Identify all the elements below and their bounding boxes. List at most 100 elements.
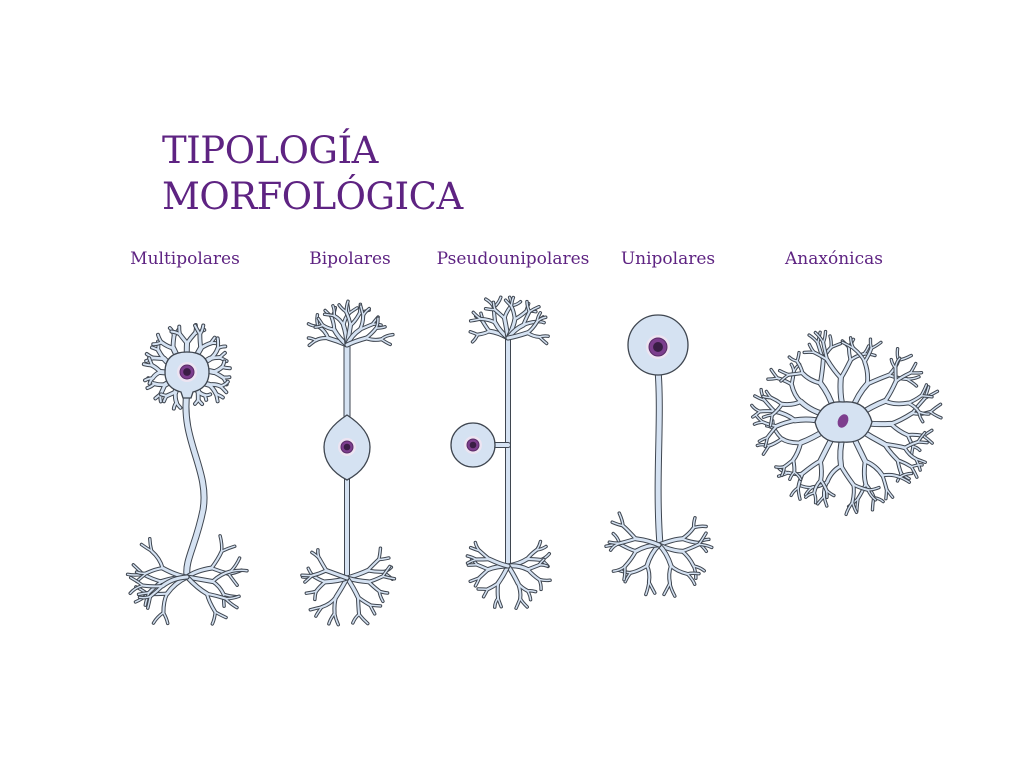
dendrite — [851, 483, 855, 504]
title-line-2: MORFOLÓGICA — [162, 175, 463, 218]
dendrite — [797, 487, 801, 500]
dendrite — [494, 597, 499, 608]
dendrite — [466, 555, 477, 561]
dendrite — [770, 396, 783, 406]
dendrite — [801, 459, 822, 475]
dendrite — [173, 390, 178, 404]
dendrite — [328, 612, 336, 625]
dendrite — [216, 345, 227, 350]
dendrite — [771, 403, 783, 416]
dendrite — [147, 595, 152, 609]
dendrite — [778, 369, 790, 376]
dendrite — [762, 444, 770, 455]
dendrite — [356, 596, 361, 616]
dendrite — [752, 410, 761, 418]
dendrite — [917, 441, 928, 444]
dendrite — [791, 441, 803, 462]
dendrite — [526, 590, 537, 593]
dendrite — [896, 459, 903, 475]
dendrite — [686, 572, 700, 575]
dendrite — [309, 606, 323, 611]
nucleus — [837, 414, 849, 428]
dendrite — [198, 332, 203, 350]
dendrite — [515, 597, 521, 609]
dendrite — [538, 578, 551, 582]
label-anaxonicas: Anaxónicas — [785, 249, 883, 269]
dendrite — [896, 459, 913, 468]
dendrite — [681, 526, 695, 540]
dendrite — [698, 543, 713, 549]
dendrite — [380, 333, 394, 340]
dendrite — [198, 324, 205, 336]
dendrite — [900, 472, 910, 480]
dendrite — [224, 597, 238, 609]
dendrite — [825, 358, 843, 380]
dendrite — [758, 436, 769, 442]
unipolar-neuron-icon — [604, 314, 714, 598]
dendrite — [525, 558, 542, 561]
dendrite — [369, 604, 376, 615]
dendrite — [129, 576, 144, 587]
dendrite — [847, 346, 852, 362]
dendrite — [220, 545, 236, 553]
dendrite — [145, 353, 155, 359]
nucleolus — [183, 368, 191, 376]
dendrite — [825, 464, 843, 484]
dendrite — [681, 550, 695, 567]
dendrite — [375, 317, 379, 329]
dendrite — [839, 464, 855, 486]
dendrite — [144, 377, 154, 382]
dendrite — [171, 334, 176, 350]
dendrite — [790, 487, 799, 497]
dendrite — [823, 495, 828, 507]
bipolar-neuron-icon — [300, 299, 397, 627]
dendrite — [506, 331, 529, 340]
dendrite — [883, 442, 907, 450]
dendrite — [194, 398, 200, 405]
dendrite — [668, 564, 673, 585]
dendrite — [152, 611, 165, 624]
dendrite — [907, 402, 920, 413]
dendrite — [894, 357, 901, 369]
dendrite — [229, 557, 241, 573]
dendrite — [162, 592, 169, 614]
dendrite — [885, 488, 888, 500]
dendrite — [497, 597, 502, 608]
dendrite — [214, 392, 219, 403]
dendrite — [618, 537, 637, 545]
dendrite — [321, 324, 336, 331]
dendrite — [800, 371, 822, 385]
dendrite — [899, 472, 913, 478]
dendrite — [814, 331, 824, 344]
dendrite — [210, 550, 223, 570]
dendrite — [760, 388, 766, 401]
dendrite — [487, 557, 510, 568]
dendrite — [516, 582, 522, 600]
dendrite — [315, 606, 323, 617]
dendrite — [229, 569, 248, 573]
dendrite — [358, 613, 369, 625]
dendrite — [634, 537, 661, 547]
dendrite — [538, 578, 542, 591]
dendrite — [912, 445, 921, 451]
dendrite — [538, 564, 549, 567]
dendrite — [144, 592, 150, 606]
dendrite — [822, 341, 829, 361]
dendrite — [345, 300, 349, 313]
dendrite — [756, 444, 770, 447]
dendrite — [378, 590, 384, 603]
dendrite — [899, 476, 911, 483]
dendrite — [830, 342, 842, 349]
dendrite — [153, 382, 167, 387]
dendrite — [608, 541, 621, 544]
dendrite — [377, 557, 390, 561]
dendrite — [762, 414, 773, 418]
dendrite — [315, 580, 327, 593]
anaxonic-neuron-icon — [750, 329, 943, 517]
label-unipolares: Unipolares — [620, 249, 716, 269]
dendrite — [317, 549, 321, 560]
dendrite — [211, 570, 232, 583]
dendrite — [920, 384, 928, 397]
dendrite — [768, 437, 783, 447]
